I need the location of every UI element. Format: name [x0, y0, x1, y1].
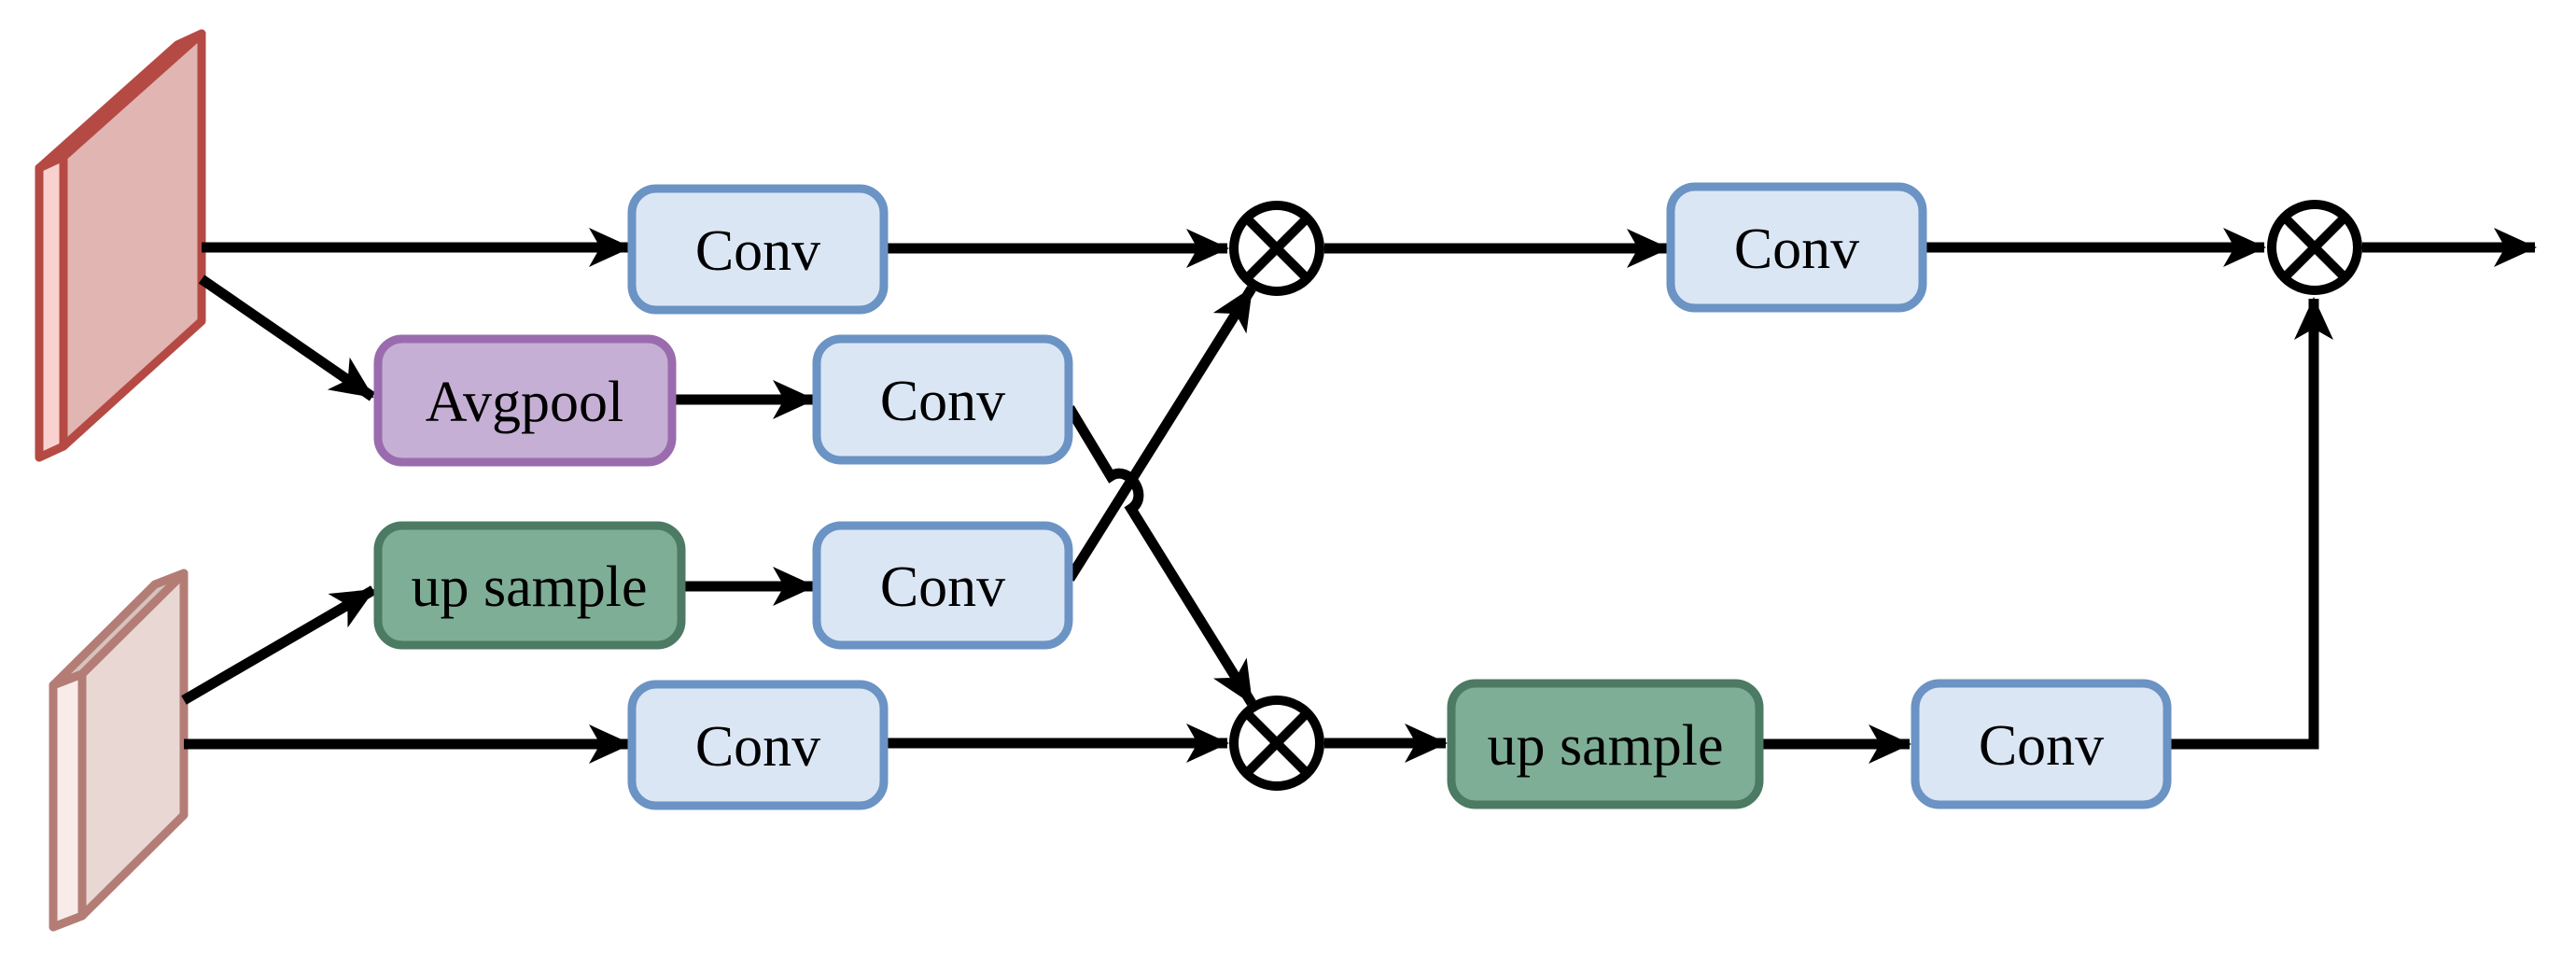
- multiply-operator-top: [1229, 201, 1324, 296]
- conv-block-mid-lower-box: [812, 521, 1073, 650]
- edge-conv-to-multiply-top-crossing: [1065, 286, 1256, 582]
- upsample-block-left: up sample: [373, 521, 686, 650]
- multiply-top-x-icon: [1244, 216, 1309, 281]
- upsample-block-right: up sample: [1447, 679, 1764, 809]
- multiply-operator-bottom: [1229, 696, 1324, 791]
- conv-block-top-left: Conv: [627, 184, 889, 315]
- avgpool-block-label: Avgpool: [426, 371, 623, 434]
- edge-input-bottom-to-upsample: [181, 585, 376, 705]
- conv-block-bottom-right-box: [1911, 679, 2172, 809]
- multiply-operator-output: [2267, 200, 2362, 295]
- conv-block-mid-upper-label: Conv: [880, 370, 1005, 433]
- conv-block-mid-lower: Conv: [812, 521, 1073, 650]
- conv-block-top-left-label: Conv: [695, 219, 820, 283]
- input-feature-map-bottom: [49, 569, 189, 932]
- conv-block-bottom-right: Conv: [1911, 679, 2172, 809]
- feature-map-bottom-side-face: [49, 669, 87, 932]
- conv-block-top-right-box: [1666, 182, 1927, 313]
- feature-map-bottom-front-face: [77, 569, 189, 921]
- conv-block-bottom-left: Conv: [627, 680, 889, 810]
- avgpool-block: Avgpool: [373, 334, 677, 467]
- conv-block-bottom-left-label: Conv: [695, 715, 820, 779]
- avgpool-block-box: [373, 334, 677, 467]
- upsample-block-right-label: up sample: [1487, 714, 1723, 778]
- upsample-block-left-box: [373, 521, 686, 650]
- conv-block-mid-upper: Conv: [812, 334, 1073, 465]
- input-feature-map-top: [35, 29, 206, 462]
- edge-conv-to-multiply-output-vertical: [2167, 297, 2333, 750]
- conv-block-mid-upper-box: [812, 334, 1073, 465]
- edge-conv-to-multiply-bottom-crossing: [1065, 405, 1256, 706]
- conv-block-top-right: Conv: [1666, 182, 1927, 313]
- conv-block-bottom-left-box: [627, 680, 889, 810]
- conv-block-top-left-box: [627, 184, 889, 315]
- conv-block-top-right-label: Conv: [1734, 218, 1859, 281]
- edges: [181, 228, 2537, 764]
- conv-block-mid-lower-label: Conv: [880, 555, 1005, 619]
- upsample-block-right-box: [1447, 679, 1764, 809]
- upsample-block-left-label: up sample: [411, 555, 647, 619]
- multiply-bottom-x-icon: [1244, 710, 1309, 776]
- feature-map-top-front-face: [59, 29, 206, 451]
- multiply-output-x-icon: [2282, 215, 2347, 280]
- edge-input-top-to-avgpool: [198, 274, 376, 401]
- conv-block-bottom-right-label: Conv: [1979, 714, 2104, 778]
